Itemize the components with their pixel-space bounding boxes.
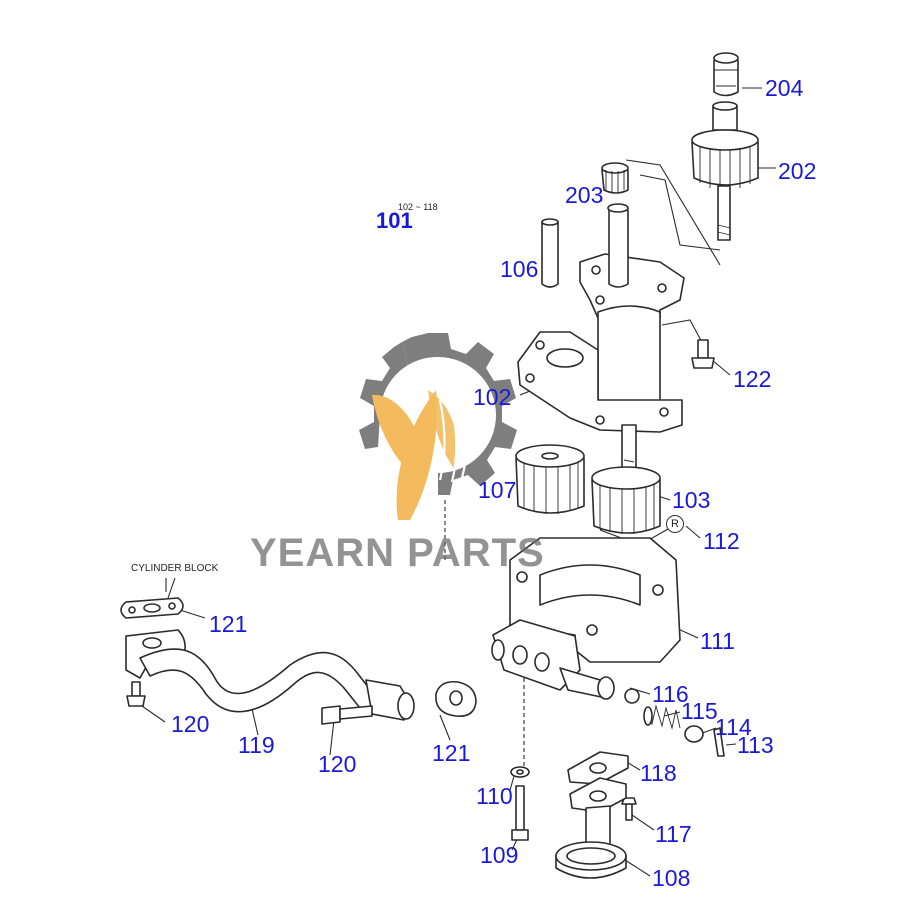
part-115-spring (643, 704, 681, 730)
callout-119: 119 (238, 732, 275, 758)
callout-114: 114 (715, 714, 752, 740)
callout-121-upper: 121 (209, 611, 248, 637)
leaf-icon (372, 390, 468, 520)
part-110-washer (510, 766, 530, 778)
part-202-idle-gear (691, 101, 759, 241)
part-118-gasket (567, 751, 629, 785)
watermark-text: YEARN PARTS (250, 531, 545, 575)
part-204-sleeve (713, 52, 739, 97)
part-119-oil-pipe (125, 629, 415, 721)
callout-106: 106 (500, 256, 539, 282)
part-102-pump-cover (517, 203, 685, 471)
part-113-split-pin (713, 727, 725, 757)
callout-116: 116 (652, 681, 689, 707)
assembly-number: 101 (376, 208, 413, 233)
callout-113: 113 (737, 732, 774, 758)
assembly-range-note: 102 ~ 118 (398, 202, 438, 212)
callout-118: 118 (640, 760, 677, 786)
callout-110: 110 (476, 783, 513, 809)
callout-108: 108 (652, 865, 691, 891)
part-121-gasket-upper (120, 597, 184, 619)
callout-103: 103 (672, 487, 711, 513)
callout-202: 202 (778, 158, 817, 184)
part-108-oil-strainer (555, 777, 627, 879)
callout-112: 112 (703, 528, 740, 554)
part-203-bushing (601, 162, 629, 194)
part-121-gasket-lower (435, 680, 477, 718)
cylinder-block-note: CYLINDER BLOCK (131, 563, 219, 574)
callout-121-lower: 121 (432, 740, 471, 766)
callout-120-left: 120 (171, 711, 210, 737)
callout-117: 117 (655, 821, 692, 847)
callout-120-mid: 120 (318, 751, 357, 777)
callout-107: 107 (478, 477, 517, 503)
callout-115: 115 (681, 698, 718, 724)
part-106-pin (541, 218, 559, 288)
registered-mark: R (666, 515, 684, 533)
part-122-bolt (691, 339, 715, 369)
watermark-logo (359, 333, 517, 520)
callout-109: 109 (480, 842, 519, 868)
part-120-bolt-mid (321, 705, 373, 725)
part-109-bolt (511, 785, 529, 841)
part-107-driven-gear (515, 444, 585, 514)
callout-203: 203 (565, 182, 604, 208)
callout-102: 102 (473, 384, 512, 410)
callout-111: 111 (700, 628, 735, 654)
callout-204: 204 (765, 75, 804, 101)
gear-icon (359, 333, 517, 495)
part-114-plug (684, 725, 704, 743)
part-111-pump-case (491, 537, 681, 700)
part-120-bolt-left (126, 681, 146, 707)
part-103-drive-gear (591, 466, 661, 534)
callout-122: 122 (733, 366, 772, 392)
part-116-ball (624, 688, 640, 704)
